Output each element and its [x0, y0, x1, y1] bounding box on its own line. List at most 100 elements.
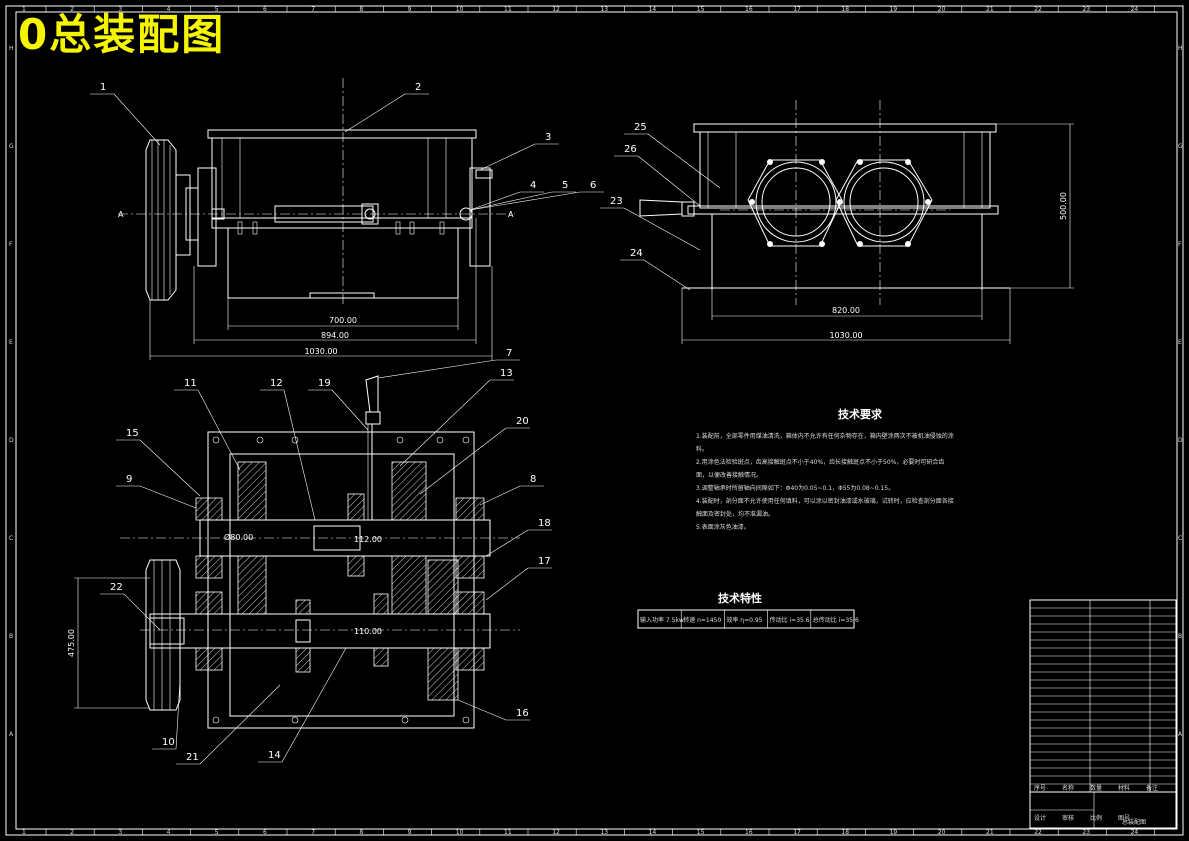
part-number-25: 25 — [634, 122, 647, 133]
tech-req-item: 1.装配前，全部零件用煤油清洗，箱体内不允许有任何杂物存在，箱内壁涂两次不被机油… — [696, 432, 954, 440]
grid-label-top: 20 — [938, 6, 946, 13]
dim-894: 894.00 — [321, 331, 349, 340]
grid-label-right: B — [1178, 633, 1182, 640]
grid-label-left: B — [9, 633, 13, 640]
grid-label-bottom: 6 — [263, 829, 267, 836]
grid-label-bottom: 15 — [697, 829, 705, 836]
grid-label-left: F — [9, 241, 13, 248]
grid-label-top: 14 — [649, 6, 657, 13]
dim-110: 110.00 — [354, 627, 382, 636]
part-number-20: 20 — [516, 416, 529, 427]
grid-label-top: 16 — [745, 6, 753, 13]
part-number-16: 16 — [516, 708, 529, 719]
part-number-9: 9 — [126, 474, 132, 485]
grid-label-bottom: 22 — [1034, 829, 1042, 836]
part-number-19: 19 — [318, 378, 331, 389]
grid-label-bottom: 9 — [408, 829, 412, 836]
part-number-6: 6 — [590, 180, 596, 191]
grid-label-bottom: 8 — [359, 829, 363, 836]
tech-req-item: 5.表面涂灰色油漆。 — [696, 523, 750, 531]
grid-label-bottom: 1 — [22, 829, 26, 836]
grid-label-bottom: 5 — [215, 829, 219, 836]
part-number-14: 14 — [268, 750, 281, 761]
grid-label-top: 4 — [167, 6, 171, 13]
part-number-8: 8 — [530, 474, 536, 485]
part-number-4: 4 — [530, 180, 536, 191]
part-number-22: 22 — [110, 582, 123, 593]
dim-500: 500.00 — [1059, 192, 1068, 220]
grid-label-top: 9 — [408, 6, 412, 13]
grid-label-left: G — [9, 143, 14, 150]
tech-req-heading: 技术要求 — [838, 407, 883, 421]
svg-text:A: A — [118, 210, 124, 219]
part-number-5: 5 — [562, 180, 568, 191]
grid-label-bottom: 7 — [311, 829, 315, 836]
tech-char-cell: 效率 η=0.95 — [726, 616, 762, 624]
grid-label-bottom: 16 — [745, 829, 753, 836]
front-dimensions: 700.00 894.00 1030.00 — [149, 218, 493, 360]
grid-label-bottom: 11 — [504, 829, 512, 836]
grid-label-right: A — [1178, 731, 1183, 738]
grid-label-left: A — [9, 731, 14, 738]
title-block-label: 备注 — [1146, 784, 1158, 792]
grid-label-right: H — [1178, 45, 1183, 52]
grid-label-bottom: 20 — [938, 829, 946, 836]
dim-820: 820.00 — [832, 306, 860, 315]
grid-label-top: 1 — [22, 6, 26, 13]
grid-label-top: 13 — [600, 6, 608, 13]
part-number-26: 26 — [624, 144, 637, 155]
grid-label-top: 24 — [1131, 6, 1139, 13]
grid-label-bottom: 19 — [890, 829, 898, 836]
bearings-plan — [195, 497, 485, 671]
title-block-label: 设计 — [1034, 814, 1046, 822]
tech-char-cell: 转速 n=1450 — [683, 616, 721, 624]
grid-label-top: 17 — [793, 6, 801, 13]
title-block-label: 图号 — [1118, 815, 1130, 822]
grid-label-top: 7 — [311, 6, 315, 13]
title-block-label: 名称 — [1062, 784, 1074, 792]
part-number-21: 21 — [186, 752, 199, 763]
grid-label-top: 6 — [263, 6, 267, 13]
tech-requirements: 技术要求 1.装配前，全部零件用煤油清洗，箱体内不允许有任何杂物存在，箱内壁涂两… — [696, 407, 954, 531]
grid-label-bottom: 24 — [1131, 829, 1139, 836]
dim-700: 700.00 — [329, 316, 357, 325]
dim-112: 112.00 — [354, 535, 382, 544]
title-block-label: 序号 — [1034, 784, 1046, 792]
title-block-label: 数量 — [1090, 784, 1102, 792]
grid-label-bottom: 3 — [118, 829, 122, 836]
tech-req-item: 触面及密封处，均不准漏油。 — [696, 510, 774, 518]
tech-req-item: 料。 — [696, 445, 708, 453]
svg-text:A: A — [508, 210, 514, 219]
grid-label-top: 3 — [118, 6, 122, 13]
gears-plan — [237, 461, 459, 701]
grid-label-left: D — [9, 437, 14, 444]
grid-label-bottom: 14 — [649, 829, 657, 836]
grid-label-top: 18 — [841, 6, 849, 13]
tech-char-cell: 传动比 i=35.6 — [770, 616, 810, 624]
grid-label-bottom: 4 — [167, 829, 171, 836]
grid-label-top: 12 — [552, 6, 560, 13]
part-number-13: 13 — [500, 368, 513, 379]
grid-label-top: 2 — [70, 6, 74, 13]
plan-view: 475.00 Ø80.00 112.00 110.00 — [67, 375, 520, 729]
dim-1030: 1030.00 — [304, 347, 337, 356]
part-number-2: 2 — [415, 82, 421, 93]
part-number-11: 11 — [184, 378, 197, 389]
grid-label-bottom: 2 — [70, 829, 74, 836]
part-number-10: 10 — [162, 737, 175, 748]
grid-label-bottom: 21 — [986, 829, 994, 836]
grid-label-top: 11 — [504, 6, 512, 13]
part-number-15: 15 — [126, 428, 139, 439]
grid-label-top: 21 — [986, 6, 994, 13]
grid-label-right: G — [1178, 143, 1183, 150]
tech-req-item: 面，以便改善接触情况。 — [696, 471, 762, 479]
dim-phi80: Ø80.00 — [224, 532, 253, 542]
grid-label-left: E — [9, 339, 13, 346]
grid-label-bottom: 17 — [793, 829, 801, 836]
title-block-name: 总装配图 — [1122, 818, 1146, 826]
grid-label-top: 15 — [697, 6, 705, 13]
